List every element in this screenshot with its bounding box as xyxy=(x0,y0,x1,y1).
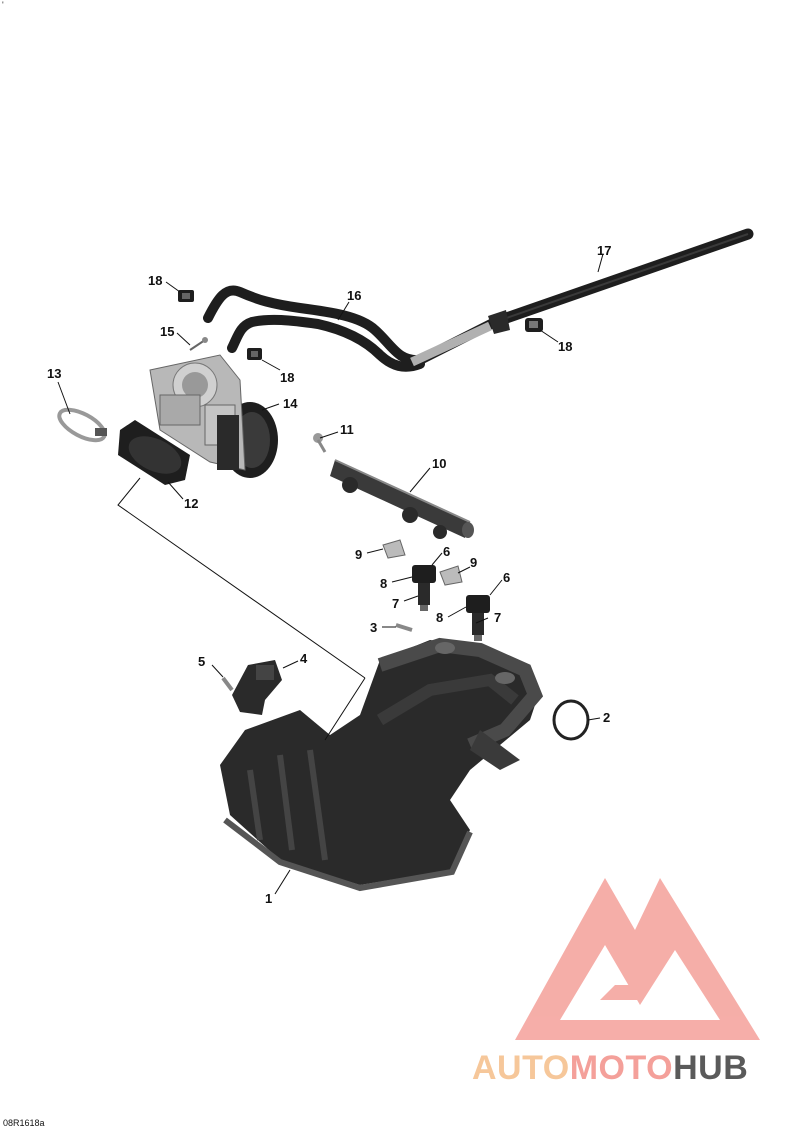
callout-9b: 9 xyxy=(470,555,477,570)
callout-8b: 8 xyxy=(436,610,443,625)
callout-15: 15 xyxy=(160,324,174,339)
callout-18c: 18 xyxy=(558,339,572,354)
watermark-text: AUTOMOTOHUB xyxy=(472,1049,748,1087)
part-9-clip-a xyxy=(382,539,406,559)
part-4-sensor xyxy=(232,660,282,715)
part-5-screw xyxy=(221,676,234,692)
part-18-clamp-b xyxy=(247,348,262,360)
callout-5: 5 xyxy=(198,654,205,669)
corner-mark: ' xyxy=(2,0,4,10)
part-14-throttle-body xyxy=(149,354,278,478)
part-2-o-ring xyxy=(552,699,590,741)
callout-16: 16 xyxy=(347,288,361,303)
callout-13: 13 xyxy=(47,366,61,381)
callout-14: 14 xyxy=(283,396,298,411)
watermark-part-auto: AUTO xyxy=(472,1049,570,1087)
callout-17: 17 xyxy=(597,243,611,258)
callout-12: 12 xyxy=(184,496,198,511)
watermark-part-moto: MOTO xyxy=(570,1049,673,1087)
callout-4: 4 xyxy=(300,651,308,666)
callout-6b: 6 xyxy=(503,570,510,585)
callout-18a: 18 xyxy=(148,273,162,288)
part-3-screw xyxy=(395,623,413,632)
part-6-injector-a xyxy=(412,565,436,611)
callout-9a: 9 xyxy=(355,547,362,562)
callout-leaders xyxy=(57,253,604,895)
part-1-intake-manifold xyxy=(220,637,544,892)
callout-18b: 18 xyxy=(280,370,294,385)
callout-10: 10 xyxy=(432,456,446,471)
callout-6a: 6 xyxy=(443,544,450,559)
part-18-clamp-c xyxy=(525,318,543,332)
callout-labels: 1 2 3 4 5 6 6 7 7 8 8 9 9 10 11 12 13 14… xyxy=(47,243,611,906)
callout-3: 3 xyxy=(370,620,377,635)
figure-code: 08R1618a xyxy=(3,1118,45,1128)
part-15-screw xyxy=(189,337,208,351)
part-9-clip-b xyxy=(439,565,463,586)
part-6-injector-b xyxy=(466,595,490,641)
part-13-clamp xyxy=(57,407,107,443)
callout-2: 2 xyxy=(603,710,610,725)
svg-text:AUTOMOTOHUB: AUTOMOTOHUB xyxy=(472,1049,748,1087)
callout-7a: 7 xyxy=(392,596,399,611)
watermark-logo xyxy=(515,878,760,1040)
part-16-vent-hoses xyxy=(203,285,510,372)
part-10-fuel-rail xyxy=(330,459,474,539)
part-11-bolt xyxy=(313,433,327,453)
part-18-clamp-a xyxy=(178,290,194,302)
part-12-adapter xyxy=(118,420,190,485)
callout-8a: 8 xyxy=(380,576,387,591)
assembly-connection-line xyxy=(117,477,366,679)
callout-7b: 7 xyxy=(494,610,501,625)
callout-1: 1 xyxy=(265,891,272,906)
callout-11: 11 xyxy=(340,422,354,437)
watermark-part-hub: HUB xyxy=(673,1049,748,1087)
watermark-triangle-icon xyxy=(515,878,760,1040)
